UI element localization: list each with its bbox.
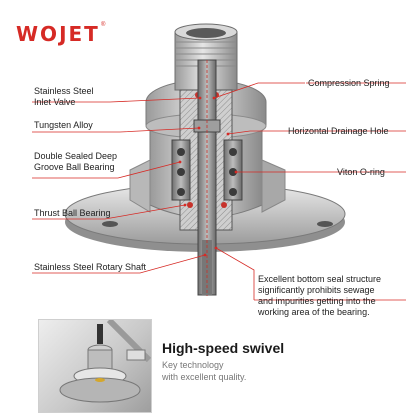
card-subtitle-line2: with excellent quality. xyxy=(162,372,247,382)
feature-card: High-speed swivel Key technology with ex… xyxy=(0,316,416,416)
note-line-4: working area of the bearing. xyxy=(258,307,370,317)
brand-logo: WOJET xyxy=(16,22,100,46)
label-thrust-bearing: Thrust Ball Bearing xyxy=(34,208,111,218)
note-line-2: significantly prohibits sewage xyxy=(258,285,375,295)
label-viton-oring: Viton O-ring xyxy=(337,167,385,177)
label-tungsten-alloy: Tungsten Alloy xyxy=(34,120,93,130)
label-bearing-line1: Double Sealed Deep xyxy=(34,151,118,161)
registered-mark: ® xyxy=(101,22,106,28)
leader-lines xyxy=(32,82,406,301)
seal-structure-note: Excellent bottom seal structure signific… xyxy=(258,274,408,318)
label-drainage-hole: Horizontal Drainage Hole xyxy=(288,126,389,136)
label-rotary-shaft: Stainless Steel Rotary Shaft xyxy=(34,262,147,272)
rotary-shaft xyxy=(193,59,221,296)
card-subtitle-line1: Key technology xyxy=(162,360,224,370)
card-title: High-speed swivel xyxy=(162,340,285,356)
swivel-photo-illustration xyxy=(59,320,151,403)
note-line-3: and impurities getting into the xyxy=(258,296,376,306)
label-inlet-valve-line2: Inlet Valve xyxy=(34,97,76,107)
swivel-photo xyxy=(38,319,152,413)
label-compression-spring: Compression Spring xyxy=(308,78,390,88)
swivel-cutaway-diagram xyxy=(32,23,406,301)
label-bearing-line2: Groove Ball Bearing xyxy=(34,162,115,172)
label-inlet-valve-line1: Stainless Steel xyxy=(34,86,94,96)
note-line-1: Excellent bottom seal structure xyxy=(258,274,382,284)
